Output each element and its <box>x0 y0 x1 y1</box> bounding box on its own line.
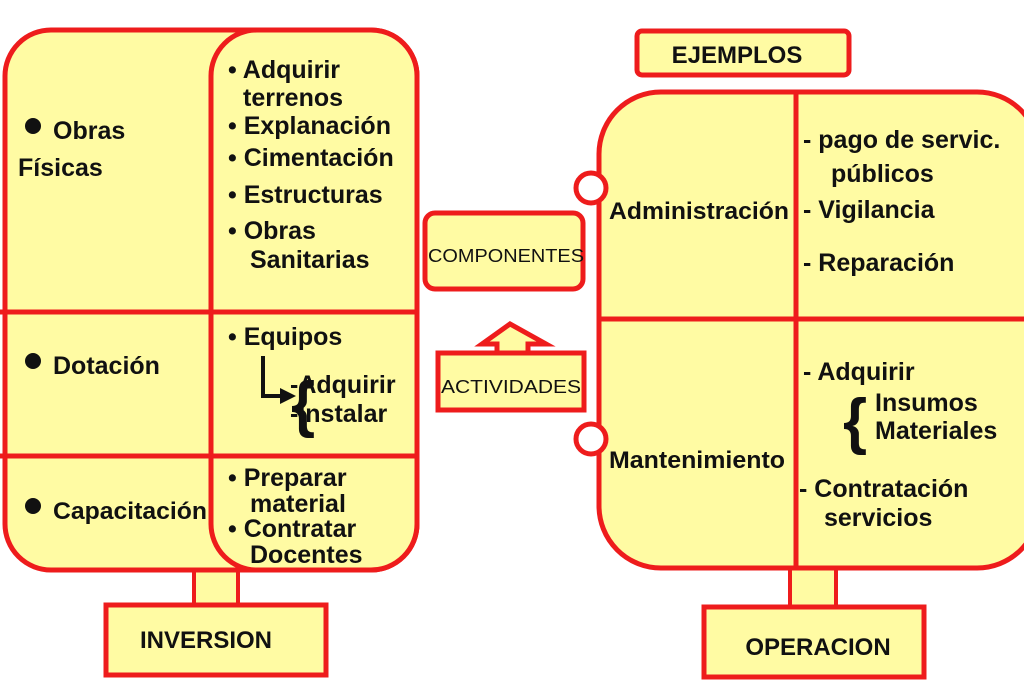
item-terrenos: terrenos <box>243 84 343 112</box>
left-inner-column <box>208 27 420 573</box>
item-equipos: • Equipos <box>228 323 342 351</box>
item-instalar: -Instalar <box>290 400 388 428</box>
left-block: Obras Físicas • Adquirir terrenos • Expl… <box>0 27 420 678</box>
item-vigilancia: - Vigilancia <box>803 196 936 224</box>
inversion-label: INVERSION <box>140 627 272 654</box>
label-obras: Obras <box>53 117 125 145</box>
ejemplos-box <box>634 28 852 78</box>
item-obras: • Obras <box>228 217 316 245</box>
item-preparar: • Preparar <box>228 464 347 492</box>
bullet-capacitacion <box>25 498 41 514</box>
center-block: COMPONENTES ACTIVIDADES <box>422 210 587 413</box>
bullet-obras <box>25 118 41 134</box>
operacion-label: OPERACION <box>745 634 890 661</box>
actividades-box <box>435 350 587 413</box>
item-servicios: servicios <box>824 504 932 532</box>
elbow-arrow <box>261 356 282 398</box>
inversion-stem <box>192 566 240 608</box>
operacion-stem <box>788 563 838 611</box>
ejemplos-label: EJEMPLOS <box>672 42 803 69</box>
item-contratar: • Contratar <box>228 515 356 543</box>
item-material: material <box>250 490 346 518</box>
item-adquirir: • Adquirir <box>228 56 340 84</box>
item-sanitarias: Sanitarias <box>250 246 370 274</box>
label-administracion: Administración <box>609 198 789 225</box>
componentes-box <box>422 210 586 292</box>
item-adquirir-insumos: - Adquirir <box>803 358 915 386</box>
side-circle-bottom <box>573 421 609 457</box>
operacion-box <box>701 604 927 680</box>
up-arrow-icon <box>474 321 556 359</box>
item-adquirir-equipo: -Adquirir <box>290 371 396 399</box>
item-reparacion: - Reparación <box>803 249 954 277</box>
side-circle-top <box>573 170 609 206</box>
item-pago-servicios: - pago de servic. <box>803 126 1000 154</box>
item-materiales: Materiales <box>875 417 997 445</box>
elbow-arrow-head <box>280 388 296 404</box>
item-estructuras: • Estructuras <box>228 181 383 209</box>
item-cimentacion: • Cimentación <box>228 144 394 172</box>
item-docentes: Docentes <box>250 541 363 569</box>
item-insumos: Insumos <box>875 389 978 417</box>
bullet-dotacion <box>25 353 41 369</box>
right-outer-box <box>596 89 1024 571</box>
brace-dotacion: { <box>291 370 315 439</box>
label-capacitacion: Capacitación <box>53 498 207 525</box>
item-contratacion: - Contratación <box>799 475 968 503</box>
inversion-box <box>103 602 329 678</box>
label-mantenimiento: Mantenimiento <box>609 447 785 474</box>
item-explanacion: • Explanación <box>228 112 391 140</box>
label-dotacion: Dotación <box>53 352 160 380</box>
label-fisicas: Físicas <box>18 154 103 182</box>
brace-mantenimiento: { <box>843 387 867 456</box>
componentes-label: COMPONENTES <box>428 246 584 266</box>
actividades-label: ACTIVIDADES <box>441 377 581 397</box>
item-publicos: públicos <box>831 160 934 188</box>
right-block: EJEMPLOS Administración - pago de servic… <box>573 28 1024 680</box>
